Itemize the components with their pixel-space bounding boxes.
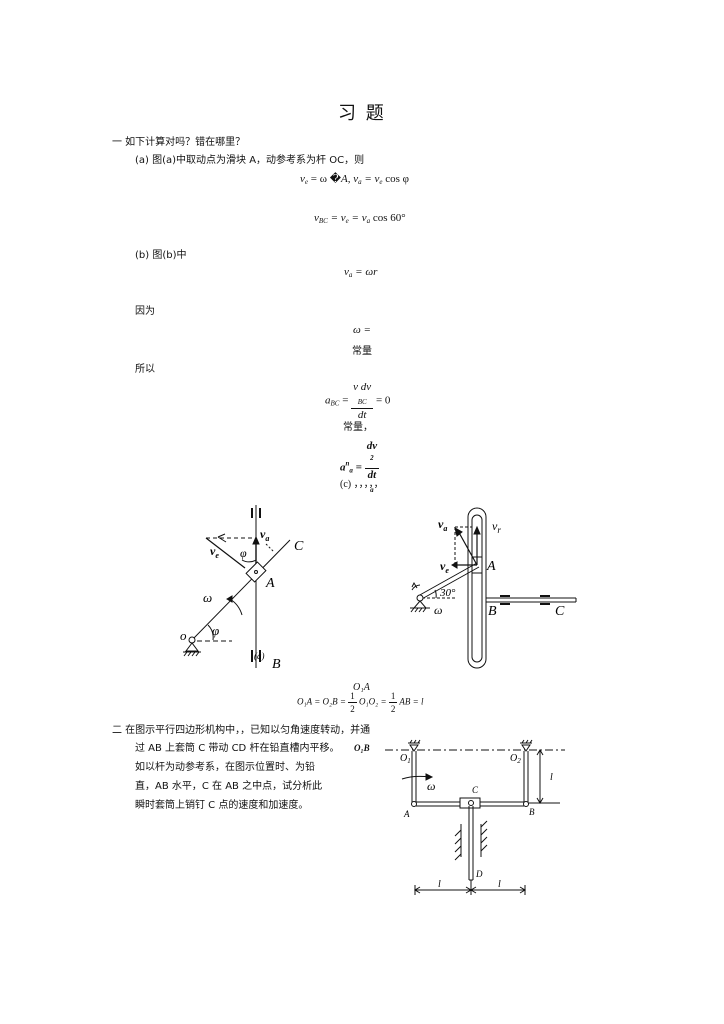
q1-c-line: (c) ，，，，， — [340, 479, 384, 490]
figure-a-caption: (a) — [254, 651, 265, 661]
figure-a: va ve φ C A ω o φ (a) B — [180, 505, 304, 672]
because-label: 因为 — [135, 306, 155, 317]
q1-a-equation-2: vBC = ve = va cos 60° — [314, 212, 406, 225]
label-phi-top: φ — [240, 546, 247, 560]
label-l-vertical: l — [550, 772, 553, 783]
va-arrow — [456, 528, 478, 566]
label-ve: ve — [440, 559, 449, 575]
slider-a — [245, 561, 267, 583]
label-b: B — [272, 657, 281, 672]
label-l-left-dim: l — [438, 879, 441, 890]
figure-parallelogram: O1 O2 ω C A B l D l l — [385, 739, 565, 895]
label-c: C — [555, 604, 565, 619]
label-l-right-dim: l — [498, 879, 501, 890]
omega-equation: ω = — [353, 324, 371, 336]
ve-arrowhead — [217, 533, 227, 543]
rod-oc — [191, 539, 291, 641]
q2-line-1: 二 在图示平行四边形机构中，，已知以匀角速度转动，并通 — [112, 725, 371, 736]
page-title: 习 题 — [338, 103, 386, 124]
slotted-rod-outer — [467, 507, 487, 669]
q2-line-2: 过 AB 上套筒 C 带动 CD 杆在铅直槽内平移。 — [135, 743, 340, 754]
q1-a-equation-1: ve = ω �A, va = ve cos φ — [300, 173, 410, 186]
label-omega: ω — [427, 779, 435, 793]
q1-b-intro: (b) 图(b)中 — [135, 250, 187, 261]
q2-inline-label: O₁B — [354, 743, 370, 753]
label-omega: ω — [203, 590, 212, 605]
therefore-label: 所以 — [135, 364, 155, 375]
q1-b-equation-1: va = ωr — [344, 266, 378, 279]
label-ve: ve — [210, 544, 219, 560]
label-angle: 30° — [439, 587, 456, 599]
label-a: A — [403, 809, 410, 819]
label-b: B — [529, 807, 535, 817]
figure-b: va vr ve A 30° ω B C — [410, 507, 577, 669]
label-o2: O2 — [510, 753, 521, 765]
q1-a-intro: (a) 图(a)中取动点为滑块 A，动参考系为杆 OC，则 — [135, 155, 365, 166]
label-va: va — [260, 527, 269, 543]
ve-arrow — [205, 537, 246, 569]
label-va: va — [438, 517, 447, 533]
constant-label: 常量 — [352, 346, 372, 357]
label-o: o — [180, 628, 187, 643]
label-c: C — [294, 539, 304, 554]
constant-label-2: 常量， — [343, 422, 373, 433]
label-b: B — [488, 604, 497, 619]
q2-line-3: 如以杆为动参考系，在图示位置时、为铅 — [135, 762, 315, 773]
label-phi-bottom: φ — [212, 623, 219, 638]
q2-line-5: 瞬时套筒上销钉 C 点的速度和加速度。 — [135, 800, 309, 811]
label-c: C — [472, 785, 479, 795]
label-d: D — [475, 869, 483, 879]
label-omega: ω — [434, 603, 442, 617]
label-a: A — [265, 576, 275, 591]
label-vr: vr — [492, 519, 501, 535]
slotted-rod-slot — [471, 514, 483, 663]
label-a: A — [486, 559, 496, 574]
label-o1: O1 — [400, 753, 411, 765]
q1-heading: 一 如下计算对吗？错在哪里？ — [112, 137, 246, 148]
q2-line-4: 直，AB 水平，C 在 AB 之中点，试分析此 — [135, 781, 323, 792]
